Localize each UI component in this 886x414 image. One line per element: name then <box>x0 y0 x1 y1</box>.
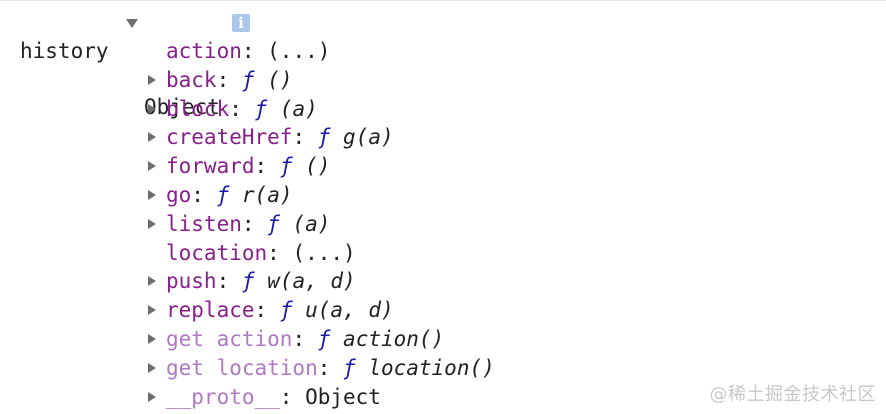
function-signature: () <box>305 154 331 179</box>
function-symbol: ƒ <box>279 154 293 179</box>
property-separator: : <box>292 125 318 150</box>
object-root-row[interactable]: history Object i <box>0 9 300 119</box>
property-value[interactable]: (...) <box>292 240 356 265</box>
function-symbol: ƒ <box>241 67 255 92</box>
property-key: createHref <box>166 125 293 150</box>
function-symbol: ƒ <box>241 269 255 294</box>
property-content: action: (...) <box>166 37 330 65</box>
property-content: back: ƒ () <box>166 66 292 94</box>
collapse-arrow-icon[interactable] <box>126 19 138 28</box>
function-signature: action() <box>343 327 445 351</box>
function-symbol: ƒ <box>254 96 268 121</box>
property-key: get action <box>166 327 293 351</box>
property-key: __proto__ <box>166 384 280 409</box>
expand-arrow-icon[interactable] <box>148 276 156 287</box>
property-separator: : <box>229 96 255 121</box>
expand-arrow-icon[interactable] <box>148 132 156 143</box>
function-symbol: ƒ <box>267 211 280 236</box>
property-content: location: (...) <box>166 239 356 267</box>
property-content: createHref: ƒ g(a) <box>166 123 394 151</box>
property-content: go: ƒ r(a) <box>166 181 292 209</box>
function-signature: location() <box>368 355 495 380</box>
function-signature: g(a) <box>343 125 394 150</box>
variable-name: history <box>20 39 109 63</box>
property-content: push: ƒ w(a, d) <box>166 267 356 295</box>
expand-arrow-icon[interactable] <box>148 391 156 402</box>
function-signature: () <box>267 67 293 92</box>
expand-arrow-icon[interactable] <box>148 334 156 344</box>
property-separator: : <box>241 211 268 236</box>
property-separator: : <box>216 67 242 92</box>
function-symbol: ƒ <box>216 183 230 207</box>
property-key: back <box>166 67 217 92</box>
expand-arrow-icon[interactable] <box>148 74 156 85</box>
function-symbol: ƒ <box>317 125 331 150</box>
function-signature: r(a) <box>241 183 293 207</box>
expand-arrow-icon[interactable] <box>148 190 156 200</box>
property-key: location <box>166 240 268 265</box>
property-separator: : <box>317 355 344 380</box>
info-icon[interactable]: i <box>232 14 250 32</box>
property-key: go <box>166 183 192 207</box>
property-value[interactable]: (...) <box>267 39 331 63</box>
function-symbol: ƒ <box>343 355 356 380</box>
property-content: listen: ƒ (a) <box>166 210 330 238</box>
property-separator: : <box>267 240 293 265</box>
property-separator: : <box>254 154 280 179</box>
function-signature: (a) <box>292 211 331 236</box>
property-separator: : <box>292 327 318 351</box>
property-content: replace: ƒ u(a, d) <box>166 296 394 324</box>
property-separator: : <box>216 269 242 294</box>
property-content: get action: ƒ action() <box>166 325 444 353</box>
property-content: __proto__: Object <box>166 383 381 411</box>
function-signature: w(a, d) <box>267 269 356 294</box>
property-value: Object <box>305 384 381 409</box>
function-signature: (a) <box>279 96 318 121</box>
property-content: get location: ƒ location() <box>166 354 495 382</box>
function-symbol: ƒ <box>279 298 293 323</box>
property-key: forward <box>166 154 255 179</box>
property-key: replace <box>166 298 255 323</box>
object-type-label[interactable]: Object <box>144 95 220 119</box>
property-key: get location <box>166 355 318 380</box>
property-separator: : <box>241 39 268 63</box>
expand-arrow-icon[interactable] <box>148 103 156 114</box>
property-content: forward: ƒ () <box>166 152 330 180</box>
property-key: listen <box>166 211 242 236</box>
property-separator: : <box>254 298 280 323</box>
watermark: @稀土掘金技术社区 <box>709 384 876 405</box>
expand-arrow-icon[interactable] <box>148 305 156 316</box>
function-symbol: ƒ <box>317 327 331 351</box>
function-signature: u(a, d) <box>305 298 394 323</box>
property-key: block <box>166 96 230 121</box>
expand-arrow-icon[interactable] <box>148 161 156 172</box>
property-separator: : <box>191 183 217 207</box>
property-key: push <box>166 269 217 294</box>
expand-arrow-icon[interactable] <box>148 362 156 373</box>
property-separator: : <box>279 384 306 409</box>
property-key: action <box>166 39 242 63</box>
expand-arrow-icon[interactable] <box>148 218 156 229</box>
property-content: block: ƒ (a) <box>166 95 318 123</box>
